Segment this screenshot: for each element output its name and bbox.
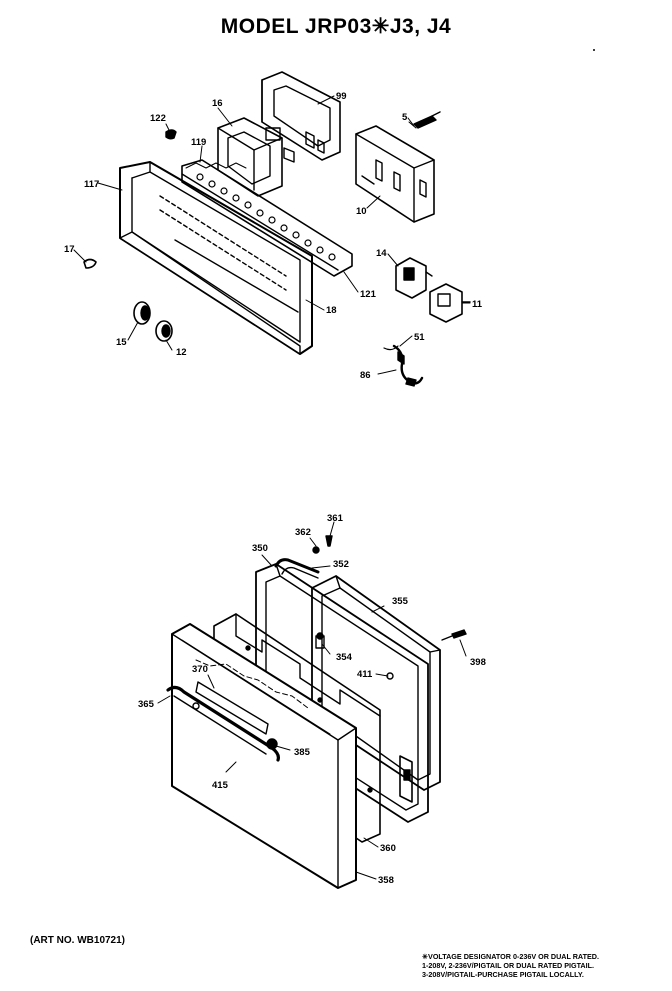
part-117-backsplash-frame (119, 161, 313, 355)
part-5-screw (408, 111, 441, 129)
diagram-title: MODEL JRP03✳J3, J4 (220, 15, 452, 38)
voltage-note-line: 1-208V, 2-236V/PIGTAIL OR DUAL RATED PIG… (422, 961, 595, 970)
callout-355: 355 (392, 596, 409, 607)
callout-18: 18 (326, 305, 337, 316)
part-11-switch (429, 283, 471, 323)
callout-11: 11 (472, 299, 483, 310)
callout-361: 361 (327, 513, 344, 524)
callout-10: 10 (356, 206, 367, 217)
part-358-outer-door (171, 623, 357, 889)
callout-15: 15 (116, 337, 127, 348)
voltage-note: ✳VOLTAGE DESIGNATOR 0-236V OR DUAL RATED… (422, 952, 670, 979)
callout-122: 122 (150, 113, 166, 124)
callout-51: 51 (414, 332, 425, 343)
part-16-bracket-box (217, 117, 295, 197)
part-14-switch (395, 257, 433, 299)
callout-labels: 99 16 122 5 119 117 10 17 14 11 121 18 1… (64, 91, 486, 886)
callout-350: 350 (252, 543, 268, 554)
part-365-370-door-handle (166, 681, 280, 762)
part-17-plug (83, 258, 97, 269)
callout-14: 14 (376, 248, 387, 259)
scan-dot (593, 49, 595, 51)
callout-360: 360 (380, 843, 396, 854)
part-51-86-pigtail (383, 344, 424, 387)
callout-99: 99 (336, 91, 347, 102)
part-99-top-bracket (261, 71, 341, 161)
callout-352: 352 (333, 559, 349, 570)
callout-385: 385 (294, 747, 311, 758)
callout-5: 5 (402, 112, 408, 123)
part-10-mounting-bracket (355, 125, 435, 223)
callout-415: 415 (212, 780, 229, 791)
part-12-knob (155, 320, 173, 342)
callout-119: 119 (191, 137, 206, 148)
callout-365: 365 (138, 699, 155, 710)
door-hardware (312, 535, 467, 680)
callout-16: 16 (212, 98, 223, 109)
part-122-clip (165, 129, 177, 140)
callout-86: 86 (360, 370, 371, 381)
callout-362: 362 (295, 527, 311, 538)
art-number: (ART NO. WB10721) (30, 935, 126, 946)
voltage-note-line: 3-208V/PIGTAIL-PURCHASE PIGTAIL LOCALLY. (422, 970, 584, 979)
callout-398: 398 (470, 657, 486, 668)
part-15-knob (133, 301, 151, 325)
leader-lines-upper (73, 95, 471, 375)
callout-121: 121 (360, 289, 377, 300)
leader-lines-lower (157, 521, 467, 880)
callout-370: 370 (192, 664, 208, 675)
callout-12: 12 (176, 347, 187, 358)
voltage-note-line: ✳VOLTAGE DESIGNATOR 0-236V OR DUAL RATED… (422, 952, 599, 961)
part-119-control-board (181, 159, 353, 277)
callout-17: 17 (64, 244, 75, 255)
callout-354: 354 (336, 652, 353, 663)
callout-358: 358 (378, 875, 394, 886)
callout-411: 411 (357, 669, 373, 680)
callout-117: 117 (84, 179, 99, 190)
